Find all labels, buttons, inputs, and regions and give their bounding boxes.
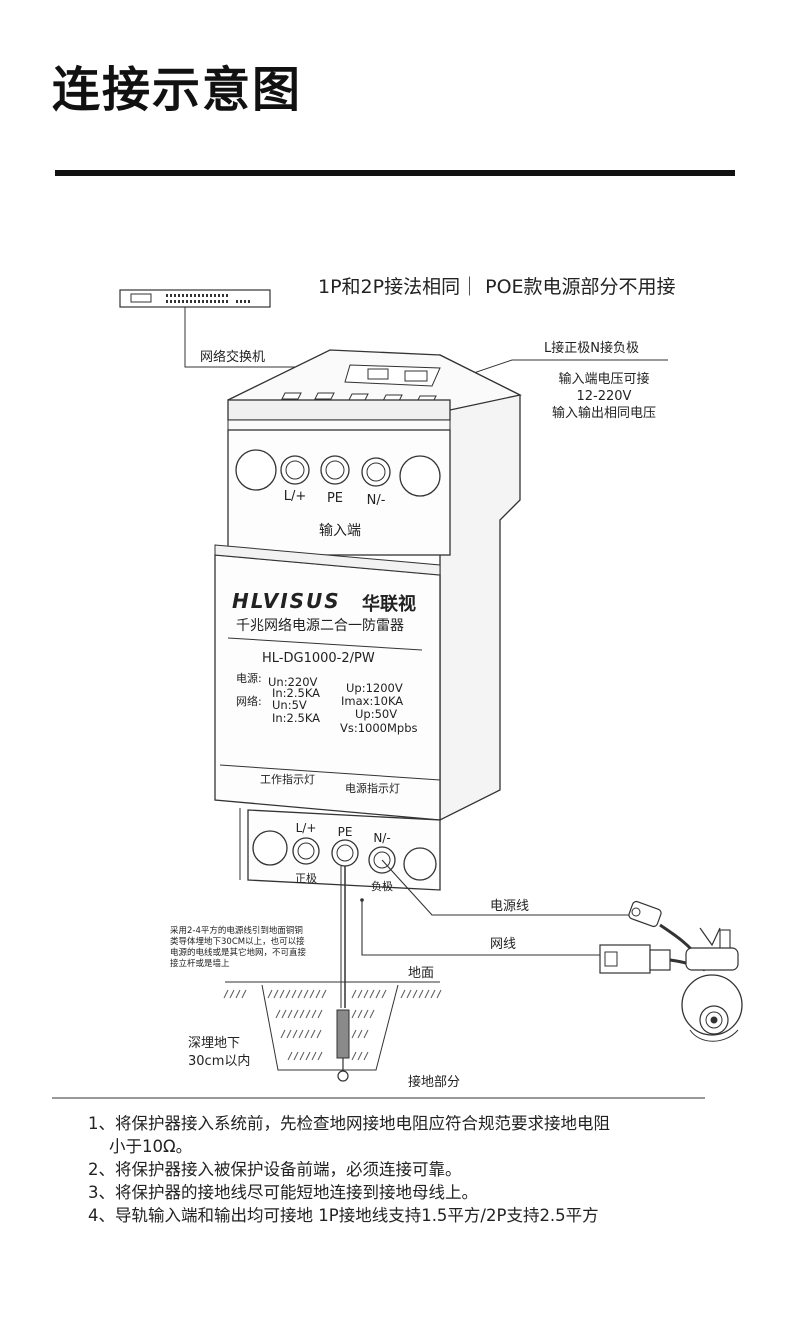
ground-note-line2: 类导体埋地下30CM以上，也可以接 [170, 936, 305, 947]
ground-note-line4: 接立杆或是墙上 [170, 958, 230, 969]
model-number: HL-DG1000-2/PW [262, 651, 375, 666]
depth-label-line1: 深埋地下 [188, 1036, 240, 1051]
spec-imax: Imax:10KA [341, 694, 403, 708]
input-terminal-pe: PE [327, 491, 343, 506]
spec-up-power: Up:1200V [346, 681, 403, 695]
output-terminal-pe: PE [338, 825, 353, 839]
input-end-label: 输入端 [319, 523, 361, 539]
indicator-power-label: 电源指示灯 [345, 781, 400, 795]
indicator-work-label: 工作指示灯 [260, 772, 315, 786]
spec-power-label: 电源: [236, 671, 262, 685]
instruction-item: 3、将保护器的接地线尽可能短地连接到接地母线上。 [88, 1183, 478, 1202]
power-cable-line [381, 859, 630, 916]
input-terminal-n: N/- [367, 493, 386, 508]
network-cable-label: 网线 [490, 937, 516, 952]
voltage-note-line2: 12-220V [577, 389, 632, 404]
ground-note-line3: 电源的电线或是其它地网，不可直接 [170, 947, 307, 958]
voltage-note-line3: 输入输出相同电压 [552, 405, 656, 421]
spec-vs: Vs:1000Mpbs [340, 721, 418, 735]
polarity-note: L接正极N接负极 [544, 340, 639, 356]
header-note: 1P和2P接法相同｜ POE款电源部分不用接 [318, 276, 676, 298]
negative-label: 负极 [371, 879, 393, 893]
switch-label: 网络交换机 [200, 349, 265, 365]
spec-network-label: 网络: [236, 694, 262, 708]
spec-up-net: Up:50V [355, 707, 397, 721]
soil-hatching [223, 989, 442, 1061]
network-cable-line [361, 900, 600, 956]
grounding-part-label: 接地部分 [408, 1074, 460, 1090]
dome-camera-icon [681, 927, 743, 1042]
voltage-note-line1: 输入端电压可接 [558, 371, 649, 387]
instruction-item: 2、将保护器接入被保护设备前端，必须连接可靠。 [88, 1160, 462, 1179]
positive-label: 正极 [295, 871, 317, 885]
surge-protector-device [214, 349, 522, 891]
ground-rod-icon [336, 866, 350, 1082]
output-terminal-n: N/- [373, 831, 390, 845]
instruction-item: 4、导轨输入端和输出均可接地 1P接地线支持1.5平方/2P支持2.5平方 [88, 1206, 599, 1225]
spec-in-power: In:2.5KA [272, 686, 320, 700]
input-terminal-l: L/+ [284, 489, 307, 504]
spec-un-net: Un:5V [272, 698, 307, 712]
page-title: 连接示意图 [52, 62, 303, 118]
network-switch-icon [119, 289, 271, 308]
power-cable-label: 电源线 [490, 899, 529, 914]
brand-cn: 华联视 [362, 593, 416, 615]
ground-surface-label: 地面 [408, 966, 434, 981]
spec-in-net: In:2.5KA [272, 711, 320, 725]
rj45-plug-icon [599, 944, 706, 974]
product-name: 千兆网络电源二合一防雷器 [236, 618, 404, 634]
instructions-list: 1、将保护器接入系统前，先检查地网接地电阻应符合规范要求接地电阻 小于10Ω。 … [88, 1112, 728, 1227]
instruction-item: 1、将保护器接入系统前，先检查地网接地电阻应符合规范要求接地电阻 小于10Ω。 [88, 1114, 610, 1156]
ground-trench [261, 984, 399, 1071]
brand-logo: HLVISUS [232, 589, 341, 613]
output-terminal-l: L/+ [296, 821, 317, 835]
spec-un-power: Un:220V [268, 675, 318, 689]
depth-label-line2: 30cm以内 [188, 1053, 250, 1069]
title-divider [55, 170, 735, 176]
ground-note-line1: 采用2-4平方的电源线引到地面铜铜 [170, 925, 303, 936]
